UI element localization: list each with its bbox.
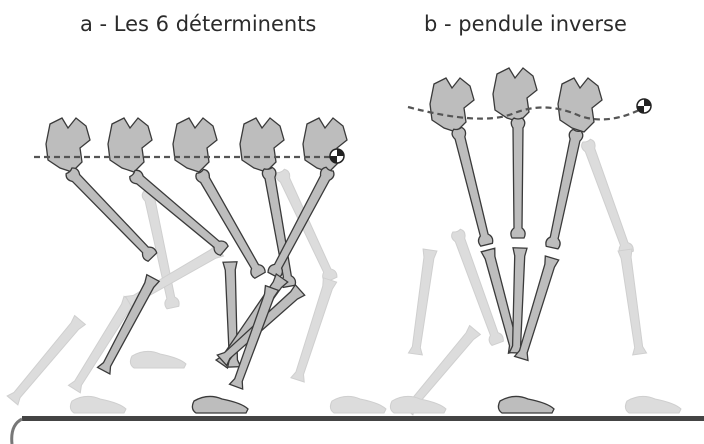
panel-a-ghost-legs — [7, 168, 386, 413]
foot-b — [498, 396, 554, 413]
foot-a — [192, 396, 248, 413]
pelvis-b3 — [558, 78, 602, 132]
ground-line — [22, 416, 704, 421]
ground-shadow — [12, 419, 22, 444]
pelvis-a1 — [46, 118, 90, 172]
center-of-mass-icon — [330, 149, 344, 163]
pelvis-b1 — [430, 78, 474, 132]
pelvis-a3 — [173, 118, 217, 172]
pelvis-a2 — [108, 118, 152, 172]
pelvis-b2 — [493, 68, 537, 122]
pelvis-a5 — [303, 118, 347, 172]
pelvis-a4 — [240, 118, 284, 172]
center-of-mass-icon — [637, 99, 651, 113]
femur-b1 — [451, 127, 494, 247]
femur-b3 — [545, 129, 584, 249]
panel-b-ghost-legs — [390, 138, 681, 415]
femur-b2 — [511, 118, 525, 238]
